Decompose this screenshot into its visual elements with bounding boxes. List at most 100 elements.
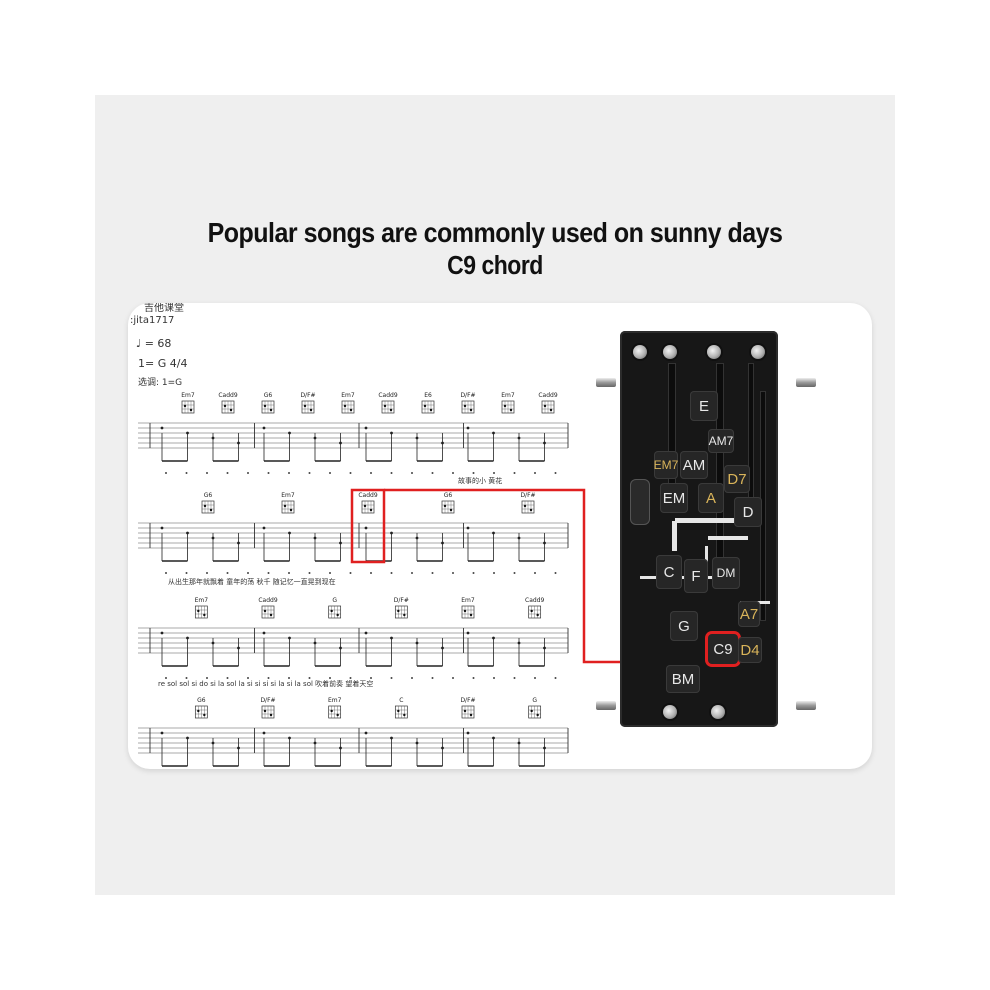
chord-label: Cadd9 <box>538 392 557 399</box>
screw <box>707 345 721 359</box>
chord-key-g[interactable]: G <box>670 611 698 641</box>
chord-diagram: G6 <box>261 392 275 414</box>
chord-dot <box>269 408 273 412</box>
lyric-line: re sol sol si do si la sol la si si si s… <box>158 679 373 688</box>
chord-dot <box>263 709 267 713</box>
headline-subtitle: C9 chord <box>447 250 543 280</box>
sheet-key: 1= G <box>138 357 167 370</box>
chord-key-am7[interactable]: AM7 <box>708 429 734 453</box>
chord-diagram: G <box>328 597 342 619</box>
chord-diagram: Em7 <box>501 392 515 414</box>
chord-key-d[interactable]: D <box>734 497 762 527</box>
number-note <box>185 677 188 679</box>
chord-key-d4[interactable]: D4 <box>738 637 762 663</box>
number-note <box>534 572 536 574</box>
tab-note <box>160 526 164 530</box>
chord-key-am[interactable]: AM <box>680 451 708 479</box>
chord-dot <box>403 713 406 717</box>
number-note <box>329 472 331 474</box>
tab-note <box>262 631 266 635</box>
chord-dot <box>189 408 193 412</box>
tab-note <box>160 426 164 430</box>
number-note <box>308 572 311 574</box>
side-bolt <box>596 378 616 387</box>
chord-dot <box>336 713 339 717</box>
chord-diagram: D/F# <box>300 392 316 414</box>
tab-note <box>262 731 266 735</box>
number-note <box>370 677 372 679</box>
chord-dot <box>183 404 187 408</box>
number-note <box>308 677 311 679</box>
divider-bar <box>672 521 677 551</box>
chord-label: Cadd9 <box>525 597 544 604</box>
chord-dot <box>469 713 473 717</box>
chord-key-bm[interactable]: BM <box>666 665 700 693</box>
chord-dot <box>197 609 200 613</box>
side-bolt <box>796 378 816 387</box>
chord-dot <box>549 408 553 412</box>
chord-key-f[interactable]: F <box>684 559 708 593</box>
tab-note <box>160 631 164 635</box>
chord-label: Em7 <box>281 492 295 499</box>
chord-dot <box>423 404 427 408</box>
number-note <box>185 572 188 574</box>
number-note <box>247 572 249 574</box>
chord-label: Em7 <box>195 597 209 604</box>
chord-key-a[interactable]: A <box>698 483 724 513</box>
number-note <box>226 472 229 474</box>
chord-key-em7[interactable]: EM7 <box>654 451 678 479</box>
number-note <box>431 472 434 474</box>
chord-key-a7[interactable]: A7 <box>738 601 760 627</box>
number-note <box>534 677 536 679</box>
number-note <box>165 572 167 574</box>
chord-diagram: G <box>528 697 542 719</box>
chord-key-c9-highlighted[interactable]: C9 <box>708 634 738 664</box>
chord-dot <box>383 404 387 408</box>
chord-label: G6 <box>204 492 213 499</box>
side-tab <box>630 479 650 525</box>
number-note <box>411 677 413 679</box>
number-note <box>165 677 167 679</box>
chord-diagram: D/F# <box>260 697 276 719</box>
chord-label: D/F# <box>300 392 315 399</box>
sheet-capo-note: 选调: 1=G <box>138 378 183 388</box>
number-note <box>288 472 290 474</box>
chord-key-d7[interactable]: D7 <box>724 465 750 493</box>
chord-diagram: D/F# <box>460 697 476 719</box>
chord-key-c[interactable]: C <box>656 555 682 589</box>
tab-note <box>364 631 368 635</box>
chord-dot <box>397 709 400 713</box>
chord-diagram: Cadd9 <box>218 392 238 414</box>
side-bolt <box>796 701 816 710</box>
chord-key-e[interactable]: E <box>690 391 718 421</box>
chord-dot <box>503 404 507 408</box>
chord-dot <box>223 404 227 408</box>
chord-key-dm[interactable]: DM <box>712 557 740 589</box>
screw <box>711 705 725 719</box>
tab-note <box>262 526 266 530</box>
number-note <box>206 677 208 679</box>
number-note <box>452 572 454 574</box>
number-note <box>349 472 352 474</box>
chord-dot <box>203 504 207 508</box>
chord-label: Cadd9 <box>258 597 277 604</box>
number-note <box>513 572 516 574</box>
number-note <box>472 472 475 474</box>
tab-note <box>466 426 470 430</box>
number-note <box>185 472 188 474</box>
tab-note <box>262 426 266 430</box>
chord-dot <box>283 504 287 508</box>
number-note <box>288 572 290 574</box>
headline-title: Popular songs are commonly used on sunny… <box>207 217 783 249</box>
divider-bar <box>708 536 748 540</box>
chord-label: D/F# <box>260 697 275 704</box>
chord-diagram: C <box>394 697 408 719</box>
number-note <box>349 572 352 574</box>
chord-label: Em7 <box>341 392 355 399</box>
chord-key-em[interactable]: EM <box>660 483 688 513</box>
screw <box>751 345 765 359</box>
chord-label: G <box>532 697 537 704</box>
sheet-highlight-box <box>350 488 386 564</box>
